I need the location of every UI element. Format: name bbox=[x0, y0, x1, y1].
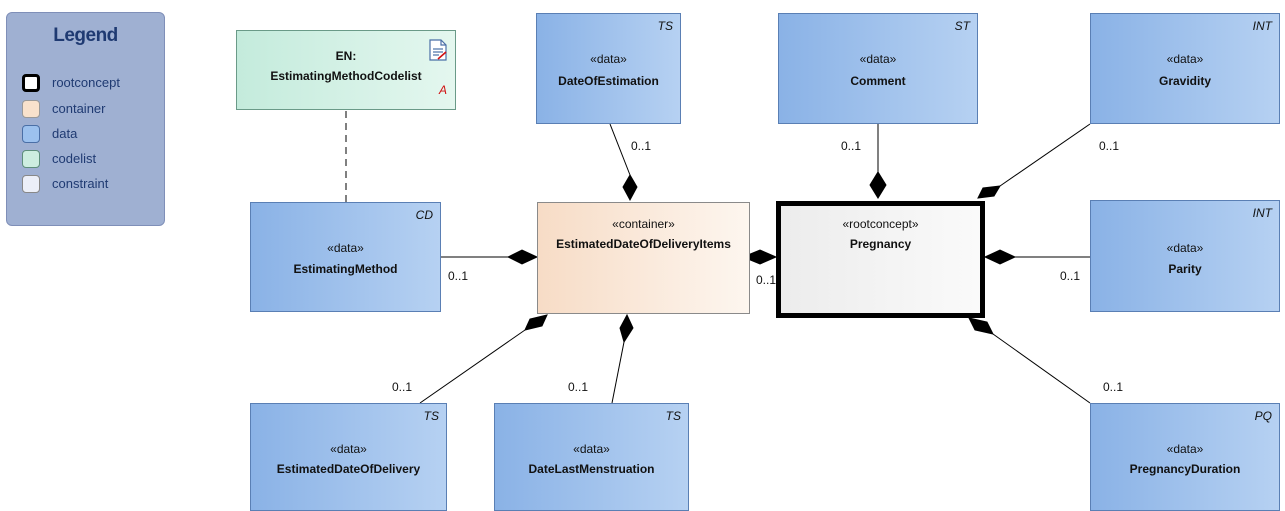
node-stereotype: «data» bbox=[1166, 241, 1204, 255]
node-type: TS bbox=[657, 19, 673, 33]
composition-diamond bbox=[622, 174, 638, 202]
link-date-of-estimation bbox=[609, 123, 631, 176]
node-name: DateOfEstimation bbox=[558, 74, 659, 88]
node-stereotype: «rootconcept» bbox=[842, 217, 919, 231]
node-name: EstimatedDateOfDelivery bbox=[276, 462, 421, 476]
node-stereotype: «data» bbox=[1166, 52, 1204, 66]
link-estimated-date bbox=[419, 329, 526, 404]
legend-label: constraint bbox=[52, 176, 109, 191]
legend-label: data bbox=[52, 126, 78, 141]
node-name: Gravidity bbox=[1158, 74, 1212, 88]
link-date-last-menstruation bbox=[611, 341, 625, 404]
multiplicity-label: 0..1 bbox=[1099, 139, 1120, 153]
legend-swatch-data bbox=[22, 125, 40, 143]
node-name: PregnancyDuration bbox=[1129, 462, 1241, 476]
multiplicity-label: 0..1 bbox=[841, 139, 862, 153]
node-stereotype: «data» bbox=[573, 442, 610, 456]
legend-swatch-container bbox=[22, 100, 40, 118]
node-type: INT bbox=[1252, 19, 1272, 33]
legend-swatch-rootconcept bbox=[22, 74, 40, 92]
node-name: Pregnancy bbox=[849, 237, 912, 251]
node-stereotype: «data» bbox=[327, 241, 364, 255]
legend-title: Legend bbox=[53, 25, 118, 46]
node-estimating-method[interactable]: CD «data» EstimatingMethod bbox=[250, 202, 441, 312]
legend-label: codelist bbox=[52, 151, 97, 166]
multiplicity-label: 0..1 bbox=[631, 139, 652, 153]
node-name: EstimatingMethodCodelist bbox=[270, 69, 422, 83]
legend-swatch-constraint bbox=[22, 175, 40, 193]
document-icon bbox=[429, 39, 447, 61]
multiplicity-label: 0..1 bbox=[568, 380, 589, 394]
composition-diamond bbox=[506, 249, 539, 265]
legend-swatch-codelist bbox=[22, 150, 40, 168]
node-name: Comment bbox=[850, 74, 906, 88]
node-container-estimated-date-items[interactable]: «container» EstimatedDateOfDeliveryItems bbox=[537, 202, 750, 314]
node-date-of-estimation[interactable]: TS «data» DateOfEstimation bbox=[536, 13, 681, 124]
node-type: TS bbox=[423, 409, 439, 423]
multiplicity-label: 0..1 bbox=[1103, 380, 1124, 394]
node-estimated-date-of-delivery[interactable]: TS «data» EstimatedDateOfDelivery bbox=[250, 403, 447, 511]
node-parity[interactable]: INT «data» Parity bbox=[1090, 200, 1280, 312]
multiplicity-label: 0..1 bbox=[1060, 269, 1081, 283]
node-type: TS bbox=[665, 409, 681, 423]
composition-diamond bbox=[968, 317, 994, 335]
node-name: EstimatedDateOfDeliveryItems bbox=[556, 237, 731, 251]
node-name: EstimatingMethod bbox=[293, 262, 398, 276]
multiplicity-label: 0..1 bbox=[756, 273, 777, 287]
node-gravidity[interactable]: INT «data» Gravidity bbox=[1090, 13, 1280, 124]
composition-diamond bbox=[977, 185, 1001, 199]
node-comment[interactable]: ST «data» Comment bbox=[778, 13, 978, 124]
composition-diamond bbox=[619, 313, 634, 344]
link-pregnancy-duration bbox=[992, 333, 1091, 404]
node-type: CD bbox=[415, 208, 433, 222]
node-stereotype: «container» bbox=[612, 217, 675, 231]
node-type: INT bbox=[1252, 206, 1272, 220]
legend-label: container bbox=[52, 101, 106, 116]
node-pregnancy-root[interactable]: «rootconcept» Pregnancy bbox=[776, 201, 985, 318]
node-stereotype: «data» bbox=[590, 52, 627, 66]
multiplicity-label: 0..1 bbox=[392, 380, 413, 394]
node-stereotype: «data» bbox=[859, 52, 897, 66]
node-stereotype: EN: bbox=[335, 49, 357, 63]
abstract-mark: A bbox=[438, 83, 447, 97]
node-pregnancy-duration[interactable]: PQ «data» PregnancyDuration bbox=[1090, 403, 1280, 511]
node-name: DateLastMenstruation bbox=[528, 462, 655, 476]
legend: Legend rootconcept container data codeli… bbox=[6, 12, 165, 226]
node-type: ST bbox=[954, 19, 970, 33]
node-name: Parity bbox=[1168, 262, 1202, 276]
composition-diamond bbox=[869, 171, 887, 199]
legend-label: rootconcept bbox=[52, 75, 120, 90]
node-type: PQ bbox=[1254, 409, 1272, 423]
node-stereotype: «data» bbox=[330, 442, 367, 456]
node-date-last-menstruation[interactable]: TS «data» DateLastMenstruation bbox=[494, 403, 689, 511]
composition-diamond bbox=[524, 314, 548, 331]
node-stereotype: «data» bbox=[1166, 442, 1204, 456]
multiplicity-label: 0..1 bbox=[448, 269, 469, 283]
composition-diamond bbox=[983, 249, 1017, 265]
link-gravidity bbox=[999, 123, 1091, 187]
codelist-estimating-method[interactable]: EN: EstimatingMethodCodelist A bbox=[236, 30, 456, 110]
